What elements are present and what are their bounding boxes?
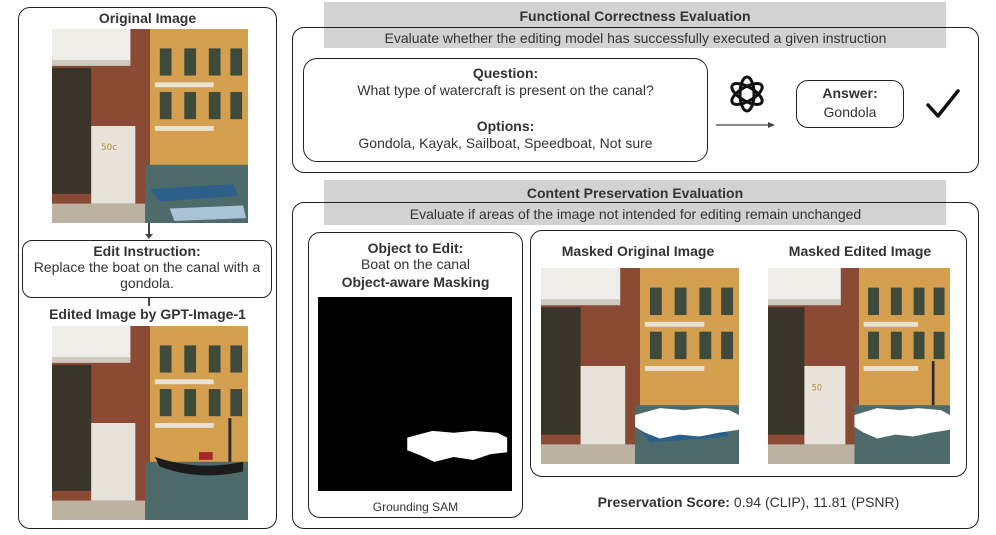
functional-subtitle: Evaluate whether the editing model has s… xyxy=(384,30,887,46)
arrow-down-1 xyxy=(148,223,150,237)
question-box xyxy=(303,58,708,162)
object-mask-image xyxy=(318,297,512,491)
object-to-edit-title: Object to Edit: xyxy=(367,240,464,256)
masking-title: Object-aware Masking xyxy=(341,274,490,290)
door-number: 50 xyxy=(812,383,822,393)
preservation-subtitle-banner xyxy=(324,203,946,225)
functional-subtitle-banner xyxy=(324,28,946,48)
preservation-title-banner xyxy=(324,180,946,204)
masked-edited-title: Masked Edited Image xyxy=(788,243,932,259)
masked-edited-image: 50 xyxy=(768,268,950,464)
original-image-title: Original Image xyxy=(98,10,197,26)
preservation-score-label: Preservation Score: xyxy=(597,494,730,510)
edit-instruction-title: Edit Instruction: xyxy=(93,243,201,259)
question-title: Question: xyxy=(472,65,539,81)
answer-box xyxy=(796,80,904,128)
edited-image-title: Edited Image by GPT-Image-1 xyxy=(49,306,246,322)
edited-image xyxy=(52,326,248,520)
flow-arrow xyxy=(716,116,776,128)
masked-original-image xyxy=(541,268,739,464)
edit-instruction-text: Replace the boat on the canal with a gon… xyxy=(33,259,261,291)
answer-title: Answer: xyxy=(822,85,878,101)
functional-title-banner xyxy=(324,2,946,29)
functional-title: Functional Correctness Evaluation xyxy=(519,8,751,24)
arrow-down-2 xyxy=(148,298,150,306)
options-text: Gondola, Kayak, Sailboat, Speedboat, Not… xyxy=(358,135,653,151)
preservation-title: Content Preservation Evaluation xyxy=(526,185,744,201)
object-to-edit-text: Boat on the canal xyxy=(361,256,470,272)
checkmark-icon xyxy=(925,88,961,120)
preservation-score-value: 0.94 (CLIP), 11.81 (PSNR) xyxy=(733,494,900,510)
question-text: What type of watercraft is present on th… xyxy=(357,82,654,98)
wall-number: 50c xyxy=(101,143,117,153)
preservation-score: Preservation Score: 0.94 (CLIP), 11.81 (… xyxy=(530,494,967,510)
grounding-sam-label: Grounding SAM xyxy=(372,500,459,514)
edit-instruction-box xyxy=(22,240,272,298)
masked-original-title: Masked Original Image xyxy=(561,243,715,259)
answer-text: Gondola xyxy=(823,104,877,120)
options-title: Options: xyxy=(476,118,535,134)
preservation-subtitle: Evaluate if areas of the image not inten… xyxy=(409,206,862,222)
arrow-head-1 xyxy=(145,234,153,239)
openai-logo-icon xyxy=(725,72,769,116)
original-image: 50c xyxy=(52,29,248,223)
